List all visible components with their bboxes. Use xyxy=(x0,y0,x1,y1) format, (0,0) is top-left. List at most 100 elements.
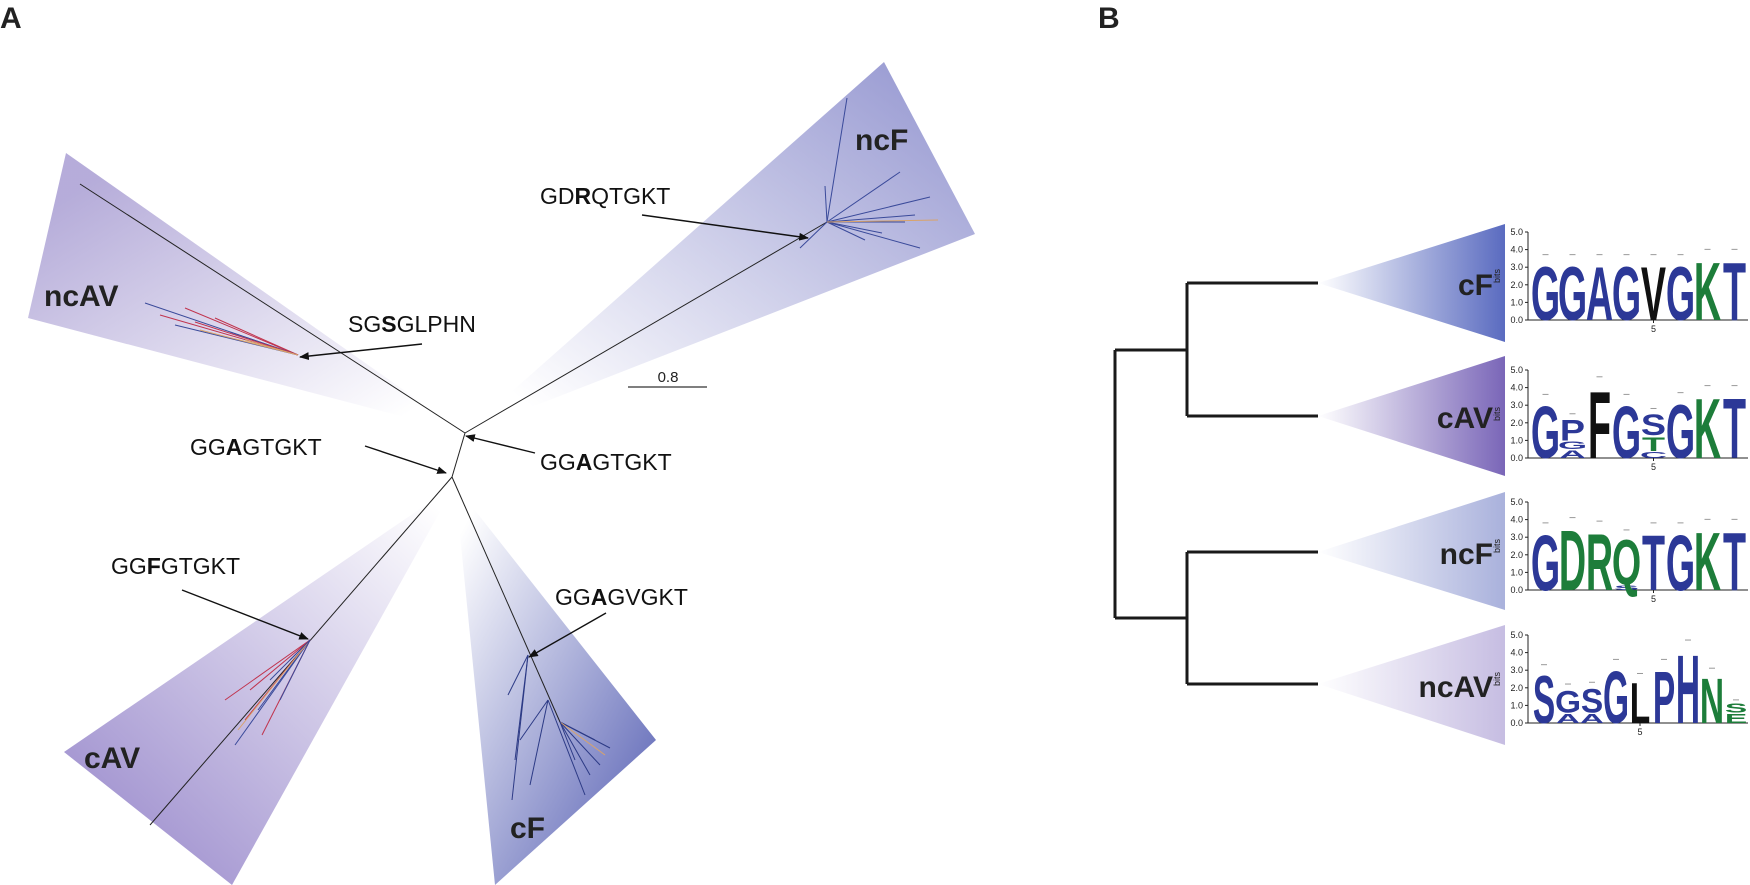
wedge-ncf xyxy=(465,62,975,433)
arrow-left-center xyxy=(364,445,447,474)
logo-y-tick-label: 0.0 xyxy=(1510,315,1523,325)
logo-letter: V xyxy=(1641,250,1666,336)
motif-ncf: GDRQTGKT xyxy=(540,183,670,209)
logo-letter: K xyxy=(1694,380,1721,476)
subtree-cf xyxy=(507,654,611,801)
logo-letter: S xyxy=(1533,662,1555,738)
scale-bar: 0.8 xyxy=(628,369,707,388)
logo-y-tick-label: 4.0 xyxy=(1510,383,1523,393)
wedge-cf xyxy=(455,485,656,885)
logo-y-tick-label: 3.0 xyxy=(1510,400,1523,410)
logo-letter: R xyxy=(1586,518,1613,608)
logo-letter: G xyxy=(1666,520,1695,608)
logo-y-tick-label: 0.0 xyxy=(1510,453,1523,463)
logo-x-tick-label: 5 xyxy=(1651,594,1656,604)
logo-y-label: bits xyxy=(1492,539,1502,554)
arrow-ncf xyxy=(641,214,809,241)
motif-cf: GGAGVGKT xyxy=(555,584,688,610)
logo-y-label: bits xyxy=(1492,269,1502,284)
panel-label-b: B xyxy=(1098,2,1120,35)
logo-x-tick-label: 5 xyxy=(1651,462,1656,472)
logo-y-tick-label: 5.0 xyxy=(1510,497,1523,507)
triangle-ncf xyxy=(1318,492,1505,610)
clade-label-ncav: ncAV xyxy=(44,280,118,313)
motif-cav: GGFGTGKT xyxy=(111,553,240,579)
cladogram-label-cf: cF xyxy=(1458,269,1493,302)
logo-y-tick-label: 1.0 xyxy=(1510,700,1523,710)
logo-letter: C xyxy=(1640,450,1667,460)
logo-letter: G xyxy=(1666,250,1695,336)
logo-y-tick-label: 0.0 xyxy=(1510,585,1523,595)
scale-bar-label: 0.8 xyxy=(658,369,679,386)
motif-left-center: GGAGTGKT xyxy=(190,434,322,460)
cladogram-lines xyxy=(1113,281,1318,686)
logo-y-tick-label: 5.0 xyxy=(1510,630,1523,640)
clade-label-cav: cAV xyxy=(84,742,140,775)
logo-letter: A xyxy=(1586,250,1613,336)
clade-label-cf: cF xyxy=(510,812,545,845)
logo-letter: G xyxy=(1666,388,1695,474)
arrow-ncav xyxy=(299,343,423,360)
logo-letter: T xyxy=(1723,245,1746,338)
logo-letter: G xyxy=(1531,392,1560,474)
logo-y-tick-label: 4.0 xyxy=(1510,245,1523,255)
logo-letter: G xyxy=(1558,250,1587,336)
logo-y-tick-label: 1.0 xyxy=(1510,567,1523,577)
logo-y-tick-label: 4.0 xyxy=(1510,515,1523,525)
subtree-cav xyxy=(224,639,311,746)
logo-letter: F xyxy=(1588,372,1611,479)
wedge-cav xyxy=(64,485,455,885)
logo-y-tick-label: 2.0 xyxy=(1510,280,1523,290)
logo-y-tick-label: 2.0 xyxy=(1510,550,1523,560)
logo-letter: T xyxy=(1723,380,1746,476)
logo-letter: S xyxy=(1641,409,1666,442)
logo-letter: T xyxy=(1723,515,1746,608)
cladogram: cF cAV ncF ncAV xyxy=(1113,224,1505,745)
logo-y-tick-label: 1.0 xyxy=(1510,435,1523,445)
logo-letter: K xyxy=(1694,245,1721,338)
logo-letter: E xyxy=(1725,712,1747,726)
logo-letter: H xyxy=(1676,636,1700,744)
triangle-cav xyxy=(1318,356,1505,476)
cladogram-label-cav: cAV xyxy=(1437,402,1493,435)
logo-letter: A xyxy=(1580,712,1604,726)
logo-letter: Q xyxy=(1612,529,1641,600)
logo-letter: P xyxy=(1560,414,1585,447)
logo-y-tick-label: 5.0 xyxy=(1510,365,1523,375)
logo-x-tick-label: 5 xyxy=(1651,324,1656,334)
logo-letter: S xyxy=(1614,584,1639,591)
logo-letter: G xyxy=(1558,440,1587,452)
logo-letter: T xyxy=(1642,434,1665,455)
logo-y-tick-label: 0.0 xyxy=(1510,718,1523,728)
cladogram-label-ncf: ncF xyxy=(1440,538,1493,571)
logo-y-tick-label: 3.0 xyxy=(1510,532,1523,542)
logo-letter: S xyxy=(1725,701,1747,715)
logo-letter: S xyxy=(1581,682,1603,720)
logo-y-tick-label: 3.0 xyxy=(1510,262,1523,272)
logo-letter: G xyxy=(1555,683,1581,719)
logo-y-tick-label: 4.0 xyxy=(1510,648,1523,658)
logo-letter: G xyxy=(1531,520,1560,608)
logo-letter: G xyxy=(1603,657,1629,740)
logo-letter: A xyxy=(1559,448,1586,460)
logo-letter: G xyxy=(1612,250,1641,336)
arrow-cf xyxy=(528,612,607,658)
unrooted-tree: ncF ncAV cAV cF GDRQTGKT SGSGLPHN GGAGTG… xyxy=(28,62,975,885)
arrow-right-center xyxy=(465,434,536,454)
motif-ncav: SGSGLPHN xyxy=(348,311,476,337)
logo-letter: N xyxy=(1700,665,1724,736)
wedge-ncav xyxy=(28,153,465,433)
subtree-ncf xyxy=(799,97,939,249)
logo-y-tick-label: 2.0 xyxy=(1510,418,1523,428)
logo-y-tick-label: 5.0 xyxy=(1510,227,1523,237)
arrow-cav xyxy=(181,589,309,640)
clade-label-ncf: ncF xyxy=(855,124,908,157)
logo-letter: P xyxy=(1653,657,1675,740)
subtree-ncav xyxy=(144,302,299,356)
